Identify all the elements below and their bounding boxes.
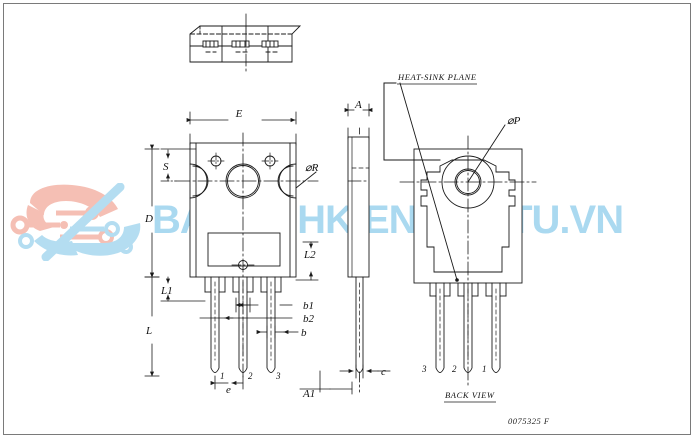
dim-A-label: A	[354, 99, 362, 111]
back-pin-3: 3	[421, 364, 427, 374]
dim-b-label: b	[301, 327, 307, 339]
text-labels: HEAT-SINK PLANE ⌀P ⌀R E S D L1 L L2 b1 b…	[144, 72, 550, 426]
dim-E-label: E	[235, 108, 243, 120]
dim-S-label: S	[163, 161, 169, 173]
front-pin-1: 1	[220, 371, 225, 381]
dim-D-label: D	[144, 213, 153, 225]
front-pin-2: 2	[248, 371, 253, 381]
dim-L1-label: L1	[160, 285, 173, 297]
back-pin-2: 2	[452, 364, 457, 374]
back-pin-1: 1	[482, 364, 487, 374]
front-view-group	[175, 132, 319, 381]
radius-r-label: ⌀R	[305, 162, 319, 174]
drawing-number: 0075325 F	[508, 416, 550, 426]
dim-L-label: L	[145, 325, 152, 337]
drawing-border	[3, 3, 691, 435]
dim-b2-label: b2	[303, 313, 315, 325]
dimension-lines	[144, 103, 391, 395]
dim-b1-label: b1	[303, 300, 314, 312]
callout-leaders	[295, 82, 506, 282]
back-view-caption: BACK VIEW	[445, 390, 495, 400]
hole-diameter-p-label: ⌀P	[507, 115, 521, 127]
dim-c-label: c	[381, 366, 386, 378]
front-pin-3: 3	[275, 371, 281, 381]
dim-e-label: e	[226, 384, 231, 396]
side-view-group	[347, 127, 370, 393]
top-view-group	[189, 13, 302, 75]
dim-L2-label: L2	[303, 249, 316, 261]
dim-A1-label: A1	[302, 388, 315, 400]
heat-sink-plane-label: HEAT-SINK PLANE	[397, 72, 477, 82]
back-view-group	[399, 135, 537, 389]
